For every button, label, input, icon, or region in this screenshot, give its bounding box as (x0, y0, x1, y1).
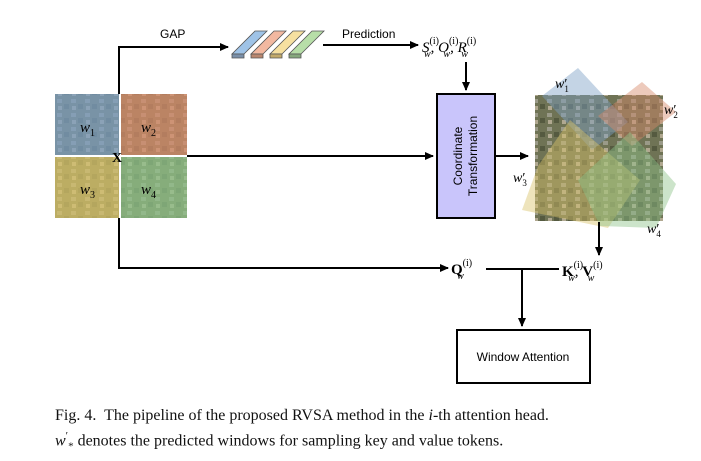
label-w4: w4 (141, 182, 156, 201)
transformed-window-w4 (578, 132, 676, 228)
window-w1 (55, 94, 119, 155)
caption-line1-i: i (428, 407, 433, 424)
window-w4 (121, 157, 187, 218)
transformed-aerial-image (535, 95, 663, 221)
coordinate-transformation-box (436, 93, 496, 219)
transformed-window-w1 (542, 68, 628, 150)
label-w4-prime: w′4 (647, 222, 661, 239)
feature-bar-4 (288, 30, 325, 59)
caption-line1-a: The pipeline of the proposed RVSA method… (104, 407, 425, 424)
caption-fig-label: Fig. 4. (55, 407, 97, 424)
gap-label: GAP (160, 27, 185, 41)
label-w3: w3 (80, 182, 95, 201)
gap-arrow (118, 43, 229, 94)
transformed-windows: w′1 w′2 w′3 w′4 (513, 68, 678, 239)
feature-bar-2 (250, 30, 287, 59)
label-w3-prime: w′3 (513, 171, 527, 188)
caption-symbol-prime: ′ (65, 430, 69, 442)
caption-line-2: w′* denotes the predicted windows for sa… (55, 426, 695, 457)
caption-line2-text: denotes the predicted windows for sampli… (77, 432, 504, 450)
predicted-params: S(i)w, O(i)w, R(i)w (422, 36, 476, 60)
figure-caption: Fig. 4. The pipeline of the proposed RVS… (55, 406, 695, 457)
label-w2-prime: w′2 (664, 103, 678, 120)
input-windows: w1 w2 w3 w4 (55, 94, 187, 218)
rvsa-pipeline-diagram: w1 w2 w3 w4 X GAP Prediction S(i)w, O(i)… (55, 27, 678, 384)
query-label: Q(i)w (451, 258, 472, 282)
window-attention-box (456, 329, 591, 384)
input-label-x: X (112, 151, 122, 166)
label-w1-prime: w′1 (555, 77, 569, 94)
window-attention-label: Window Attention (477, 350, 570, 364)
transformed-window-w3 (522, 120, 640, 228)
transformed-window-w2 (598, 82, 676, 146)
label-w1: w1 (80, 120, 95, 139)
caption-line-1: Fig. 4. The pipeline of the proposed RVS… (55, 406, 695, 426)
query-arrow (118, 218, 449, 272)
caption-symbol-sub: * (68, 440, 74, 453)
coordinate-transformation-label-2: Transformation (466, 116, 480, 196)
label-w2: w2 (141, 120, 156, 139)
caption-line1-b: -th attention head. (432, 407, 549, 424)
key-value-label: K(i)w, V(i)w (562, 260, 603, 284)
pooled-feature-bars (231, 30, 325, 59)
window-w3 (55, 157, 119, 218)
window-w2 (121, 94, 187, 155)
feature-bar-1 (231, 30, 268, 59)
caption-symbol: w (55, 432, 66, 450)
feature-bar-3 (269, 30, 306, 59)
coordinate-transformation-label-1: Coordinate (451, 126, 465, 185)
prediction-label: Prediction (342, 27, 395, 41)
